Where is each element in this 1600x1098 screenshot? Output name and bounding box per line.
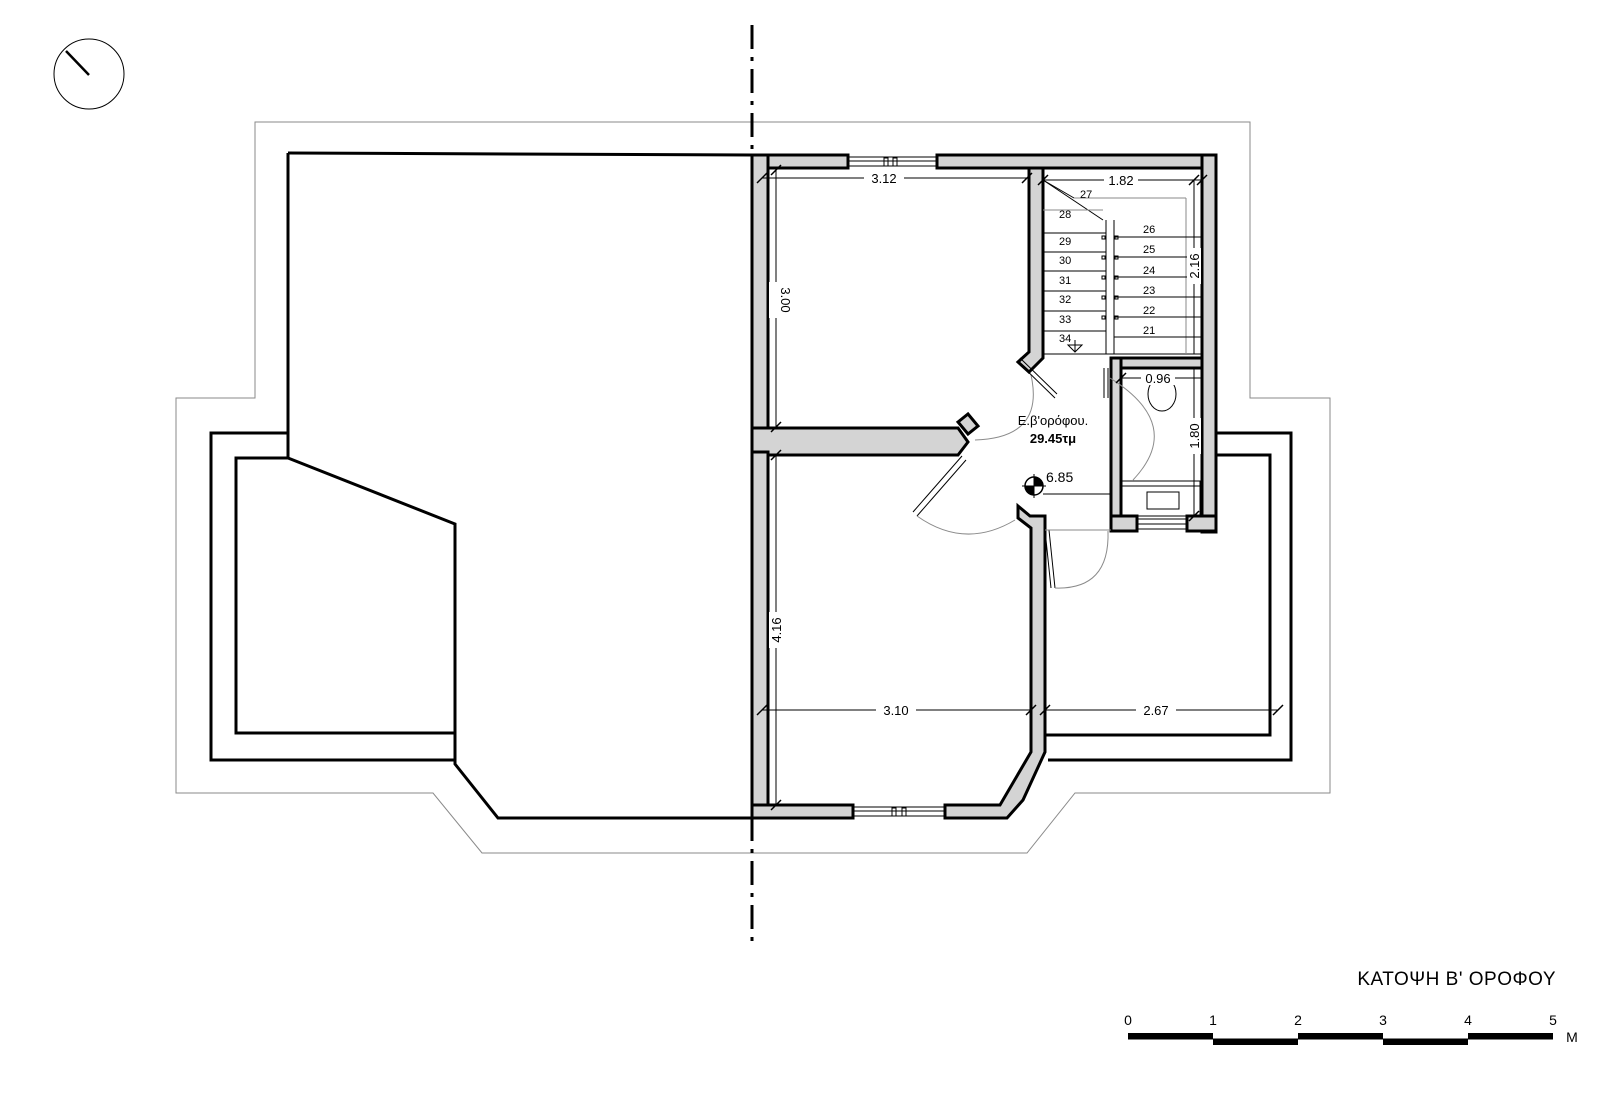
dim-stair-width: 1.82 [1108,173,1133,188]
roof-plan [209,151,753,820]
dim-room-top-width: 3.12 [871,171,896,186]
dim-terrace-width: 2.67 [1143,703,1168,718]
step-25: 25 [1143,244,1155,256]
dim-room-bottom-height: 4.16 [769,617,784,642]
step-21: 21 [1143,325,1155,337]
room-name: Ε.β'ορόφου. [1018,413,1088,428]
room-area: 29.45τμ [1030,431,1076,446]
dim-room-top-height: 3.00 [778,287,793,312]
north-arrow-icon [53,38,125,110]
step-24: 24 [1143,265,1155,277]
scale-bar [1128,1033,1553,1045]
step-27: 27 [1080,189,1092,201]
scale-label-3: 3 [1379,1012,1387,1028]
step-23: 23 [1143,285,1155,297]
dim-stair-height: 2.16 [1187,253,1202,278]
step-34: 34 [1059,333,1071,345]
step-31: 31 [1059,275,1071,287]
level-value: 6.85 [1046,469,1073,485]
level-marker-icon [1022,474,1111,498]
walls [750,153,1218,820]
step-22: 22 [1143,305,1155,317]
step-29: 29 [1059,236,1071,248]
step-30: 30 [1059,255,1071,267]
scale-label-1: 1 [1209,1012,1217,1028]
drawing-title: ΚΑΤΟΨΗ Β' ΟΡΟΦΟΥ [1357,969,1556,990]
window-bottom [853,806,945,817]
stair: 27 28 29 30 31 32 33 34 26 25 24 23 22 2… [1042,167,1203,355]
step-33: 33 [1059,314,1071,326]
terrace-outline [1042,431,1293,762]
scale-label-4: 4 [1464,1012,1472,1028]
dim-room-bottom-width: 3.10 [883,703,908,718]
step-32: 32 [1059,294,1071,306]
scale-unit: M [1566,1029,1578,1045]
overhang-outline [175,121,1331,854]
scale-label-2: 2 [1294,1012,1302,1028]
dim-wc-width: 0.96 [1145,371,1170,386]
window-wc [1137,518,1187,530]
step-28: 28 [1059,209,1071,221]
scale-label-5: 5 [1549,1012,1557,1028]
scale-label-0: 0 [1124,1012,1132,1028]
dim-wc-height: 1.80 [1187,423,1202,448]
doors [912,357,1155,589]
step-26: 26 [1143,224,1155,236]
dimension-lines [756,164,1284,811]
window-top [848,156,937,167]
